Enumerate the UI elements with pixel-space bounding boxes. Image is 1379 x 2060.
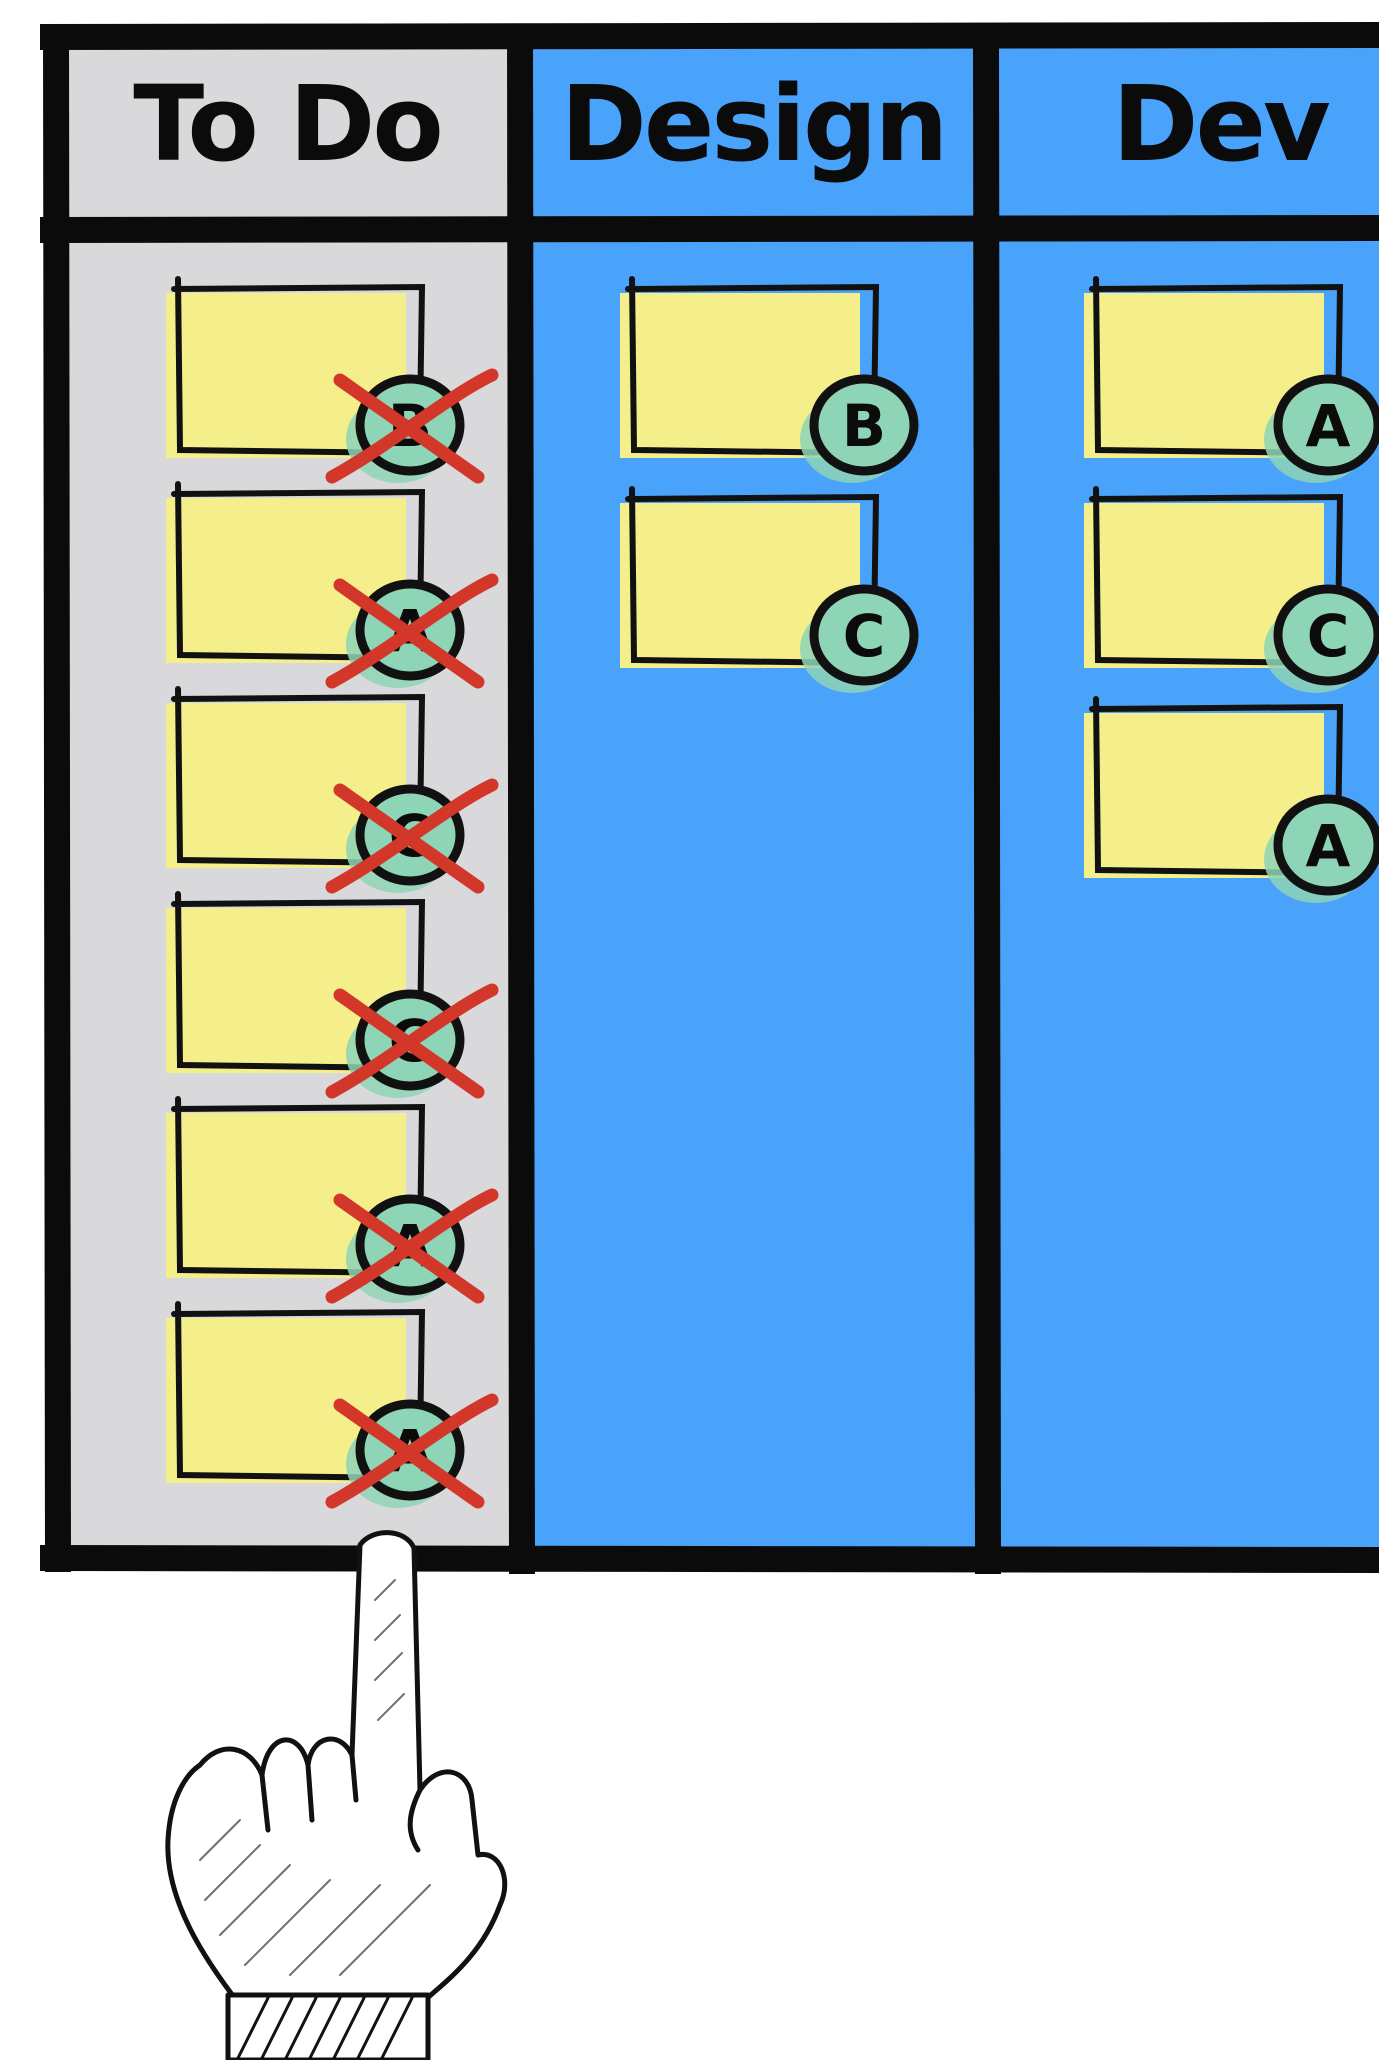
badge-circle: [809, 584, 919, 686]
sticky-note-card[interactable]: C: [1084, 486, 1379, 693]
strike-line: [333, 988, 485, 1099]
strike-line: [333, 783, 485, 894]
strike-line: [325, 573, 499, 689]
sticky-note-card[interactable]: C: [166, 891, 499, 1099]
badge-letter: C: [1307, 602, 1350, 670]
badge-circle: [1273, 794, 1379, 896]
badge-circle: [809, 374, 919, 476]
badge-circle: [1273, 374, 1379, 476]
column-title-design: Design: [561, 63, 946, 185]
sticky-note-card[interactable]: A: [166, 1301, 499, 1509]
strike-line: [333, 1398, 485, 1509]
sticky-note-card[interactable]: B: [166, 276, 499, 484]
strike-line: [325, 368, 499, 484]
strike-line: [333, 373, 485, 484]
column-title-dev: Dev: [1112, 63, 1330, 185]
strike-line: [325, 1393, 499, 1509]
strike-line: [333, 578, 485, 689]
badge-circle: [1273, 584, 1379, 686]
strike-line: [333, 1193, 485, 1304]
sticky-note-card[interactable]: A: [166, 481, 499, 689]
badge-letter: B: [842, 392, 886, 460]
strike-line: [325, 778, 499, 894]
sticky-note-card[interactable]: A: [1084, 696, 1379, 903]
sticky-note-card[interactable]: C: [166, 686, 499, 894]
badge-letter: A: [1306, 392, 1351, 460]
pointing-hand-icon: [165, 1530, 508, 2060]
badge-letter: A: [1306, 812, 1351, 880]
sticky-note-card[interactable]: A: [1084, 276, 1379, 483]
strike-line: [325, 983, 499, 1099]
board-frame: [39, 22, 1379, 1575]
sticky-note-card[interactable]: B: [620, 276, 919, 483]
strike-line: [325, 1188, 499, 1304]
badge-letter: C: [843, 602, 886, 670]
column-title-todo: To Do: [133, 63, 441, 185]
sticky-note-card[interactable]: C: [620, 486, 919, 693]
design-column: [515, 40, 990, 1550]
sticky-note-card[interactable]: A: [166, 1096, 499, 1304]
